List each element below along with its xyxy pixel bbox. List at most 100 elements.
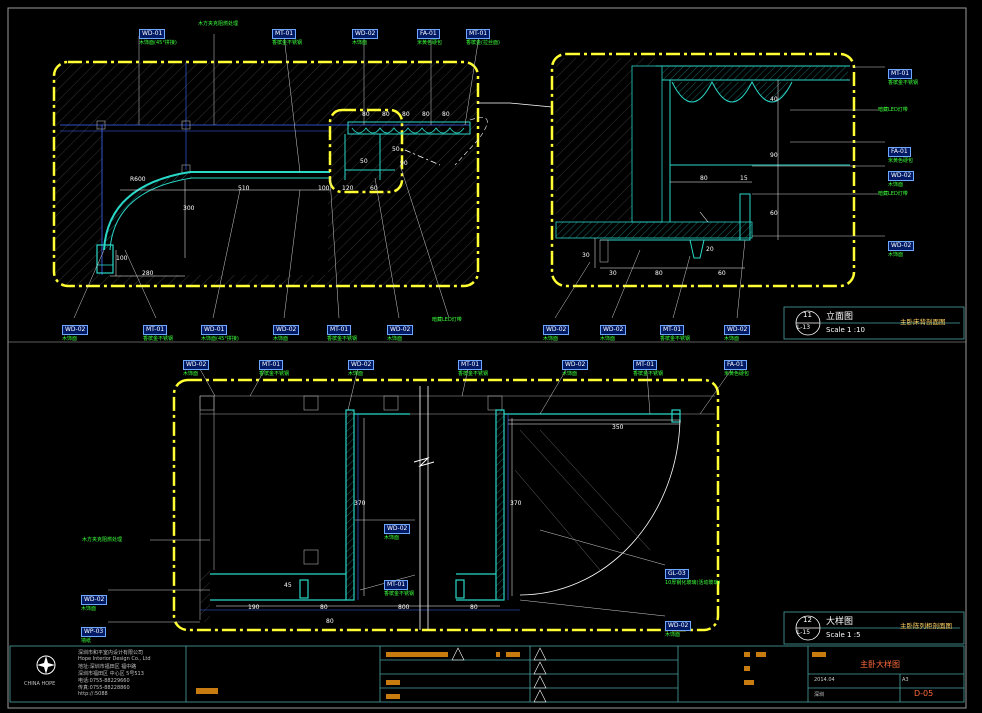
- dimension-label: 90: [400, 160, 408, 167]
- dimension-label: 80: [320, 604, 328, 611]
- material-note: 香槟金不锈钢: [272, 40, 303, 46]
- dimension-label: 300: [183, 205, 195, 212]
- material-note: 香槟金(拉丝面): [466, 40, 500, 46]
- company-addr2: 深圳市福田区 中心区 5号513: [78, 671, 144, 677]
- material-note: 木饰面: [352, 40, 368, 46]
- material-note: 木饰面(45°拼接): [139, 40, 177, 46]
- material-code: WD-02: [888, 241, 915, 251]
- material-callout: 木方夹克阻燃处理: [82, 536, 122, 543]
- material-code: WD-02: [724, 325, 751, 335]
- company-logo-icon: [36, 655, 56, 675]
- detail-title: 立面图: [826, 312, 854, 322]
- material-code: WD-02: [888, 171, 915, 181]
- material-note: 暗藏LED灯带: [878, 107, 908, 113]
- material-note: 木饰面: [348, 371, 364, 377]
- material-code: MT-01: [466, 29, 491, 39]
- company-web: http://:5088: [78, 691, 108, 697]
- material-note: 香槟金不锈钢: [384, 591, 415, 597]
- detail-ref: L-13: [797, 324, 811, 331]
- dimension-label: 190: [248, 604, 260, 611]
- material-code: WD-02: [543, 325, 570, 335]
- material-note: 米黄色硬包: [417, 40, 443, 46]
- dimension-label: 280: [142, 270, 154, 277]
- dimension-label: 60: [718, 270, 726, 277]
- material-code: FA-01: [417, 29, 440, 39]
- dimension-label: 510: [238, 185, 250, 192]
- material-code: WD-02: [62, 325, 89, 335]
- dimension-label: 100: [318, 185, 330, 192]
- dimension-label: 120: [342, 185, 354, 192]
- material-code: MT-01: [327, 325, 352, 335]
- dimension-label: 80: [442, 111, 450, 118]
- detail-number: 11: [803, 311, 812, 319]
- material-note: 米黄色硬包: [724, 371, 750, 377]
- dimension-label: 80: [362, 111, 370, 118]
- dimension-label: 80: [655, 270, 663, 277]
- detail-number: 12: [803, 616, 812, 624]
- material-note: 香槟金不锈钢: [888, 80, 919, 86]
- material-note: 木方夹克阻燃处理: [198, 21, 239, 27]
- dimension-label: 80: [326, 618, 334, 625]
- material-code: MT-01: [888, 69, 913, 79]
- material-note: 香槟金不锈钢: [458, 371, 489, 377]
- detail-ref: L-15: [797, 629, 811, 636]
- material-note: 木饰面: [665, 632, 681, 638]
- company-addr: 地址:深圳市福田区 福中路: [78, 664, 137, 670]
- material-note: 墙纸: [81, 638, 92, 644]
- material-note: 木饰面: [543, 336, 559, 342]
- material-code: WD-02: [562, 360, 589, 370]
- dimension-label: 30: [609, 270, 617, 277]
- material-note: 米黄色硬包: [888, 158, 914, 164]
- sheet-stage: 深圳: [814, 692, 825, 698]
- material-note: 暗藏LED灯带: [432, 317, 462, 323]
- material-code: WD-02: [348, 360, 375, 370]
- dimension-label: 90: [770, 152, 778, 159]
- material-code: WP-03: [81, 627, 107, 637]
- dimension-label: 40: [770, 96, 778, 103]
- material-note: 木饰面: [81, 606, 97, 612]
- company-name-en: Hope Interior Design Co., Ltd: [78, 656, 151, 662]
- dimension-label: 80: [402, 111, 410, 118]
- material-note: 香槟金不锈钢: [633, 371, 664, 377]
- material-note: 木饰面: [183, 371, 199, 377]
- material-code: FA-01: [888, 147, 911, 157]
- material-code: WD-02: [387, 325, 414, 335]
- material-code: WD-01: [139, 29, 166, 39]
- material-code: WD-02: [183, 360, 210, 370]
- detail-subtitle: 主卧床背剖面图: [900, 318, 946, 326]
- material-note: 10厚钢化玻璃(活动玻璃): [665, 580, 721, 586]
- dimension-label: R600: [130, 176, 146, 183]
- material-code: WD-02: [600, 325, 627, 335]
- material-note: 香槟金不锈钢: [259, 371, 290, 377]
- material-code: WD-02: [273, 325, 300, 335]
- material-code: MT-01: [272, 29, 297, 39]
- dimension-label: 80: [422, 111, 430, 118]
- detail-scale: Scale 1 :10: [826, 326, 866, 334]
- dimension-label: 370: [510, 500, 522, 507]
- material-callout: 木方夹克阻燃处理: [198, 20, 238, 27]
- dimension-label: 30: [582, 252, 590, 259]
- sheet-paper: A3: [902, 677, 909, 683]
- company-name-cn: 深圳市和平室内设计有限公司: [78, 650, 144, 656]
- drawing-title: 主卧大样图: [860, 660, 900, 669]
- dimension-label: 800: [398, 604, 410, 611]
